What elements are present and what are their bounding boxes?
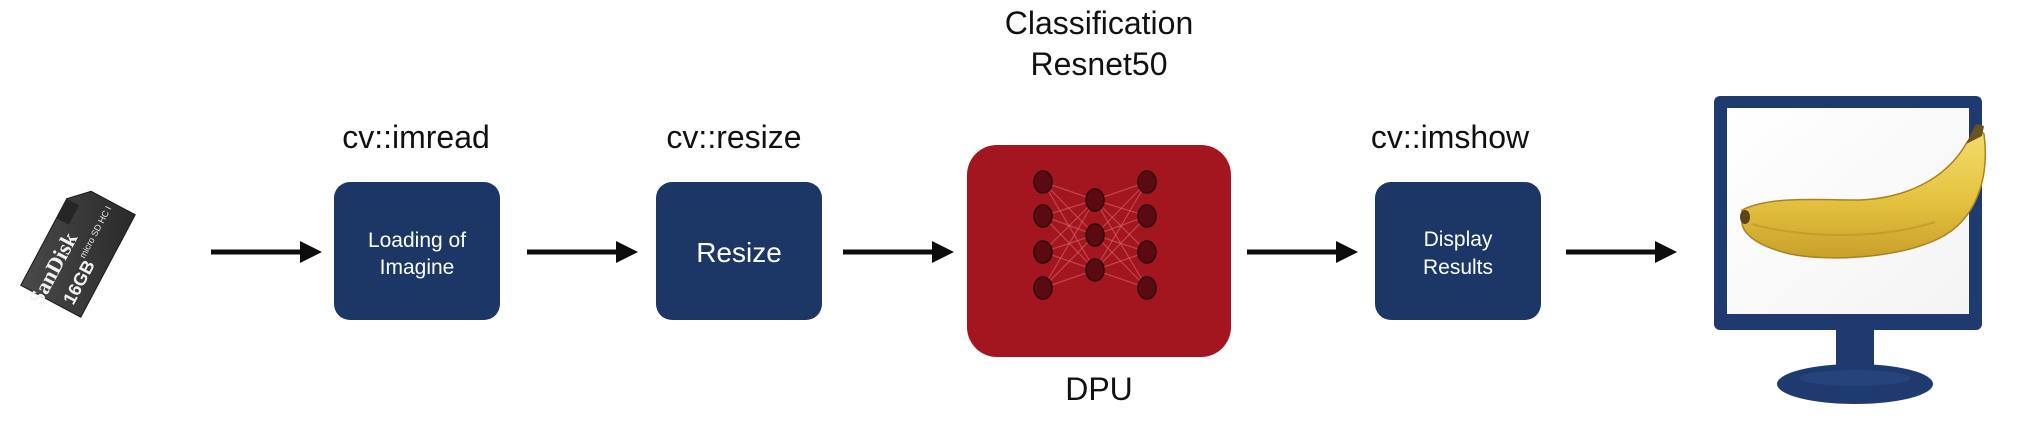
nn-node [1085,258,1105,282]
monitor-icon [1714,96,1987,404]
arrow-imread-to-resize [527,241,638,263]
nn-node [1137,276,1157,300]
nn-node [1033,170,1053,194]
step-imshow: cv::imshow Display Results [1371,119,1541,320]
nn-node [1033,276,1053,300]
nn-node [1085,188,1105,212]
display-box-label-line-2: Results [1423,256,1493,279]
banana-icon [1740,124,1987,259]
nn-node [1085,223,1105,247]
nn-node [1137,204,1157,228]
step-imread: cv::imread Loading of Imagine [334,119,500,320]
nn-node [1033,204,1053,228]
resize-box-label: Resize [696,237,782,268]
loading-box [334,182,500,320]
neural-network-icon [1033,170,1157,300]
nn-node [1137,170,1157,194]
nn-connection [1094,215,1148,271]
resize-box [656,182,822,320]
loading-box-label-line-2: Imagine [380,256,455,279]
step-imshow-caption: cv::imshow [1371,119,1530,155]
loading-box-label-line-1: Loading of [368,229,466,252]
nn-node [1033,240,1053,264]
arrow-imshow-to-monitor [1566,241,1677,263]
nn-node [1137,240,1157,264]
nn-connection [1042,234,1096,289]
dpu-caption-line-2: Resnet50 [1031,46,1168,82]
step-dpu: Classification Resnet50 DPU [967,5,1231,407]
nn-connection [1094,181,1148,236]
arrow-resize-to-dpu [843,241,954,263]
display-box-label-line-1: Display [1424,228,1493,251]
dpu-box [967,145,1231,357]
nn-connection [1042,199,1096,253]
display-box [1375,182,1541,320]
step-resize-caption: cv::resize [666,119,801,155]
step-imread-caption: cv::imread [342,119,490,155]
dpu-footer: DPU [1065,371,1133,407]
arrow-sd-to-imread [211,241,322,263]
nn-connection [1094,181,1148,271]
sd-card-icon: SanDisk 16GB micro SD HC I [20,190,136,318]
step-resize: cv::resize Resize [656,119,822,320]
nn-connection [1042,199,1096,289]
arrows [211,241,1677,263]
dpu-caption-line-1: Classification [1005,5,1194,41]
arrow-dpu-to-imshow [1247,241,1358,263]
